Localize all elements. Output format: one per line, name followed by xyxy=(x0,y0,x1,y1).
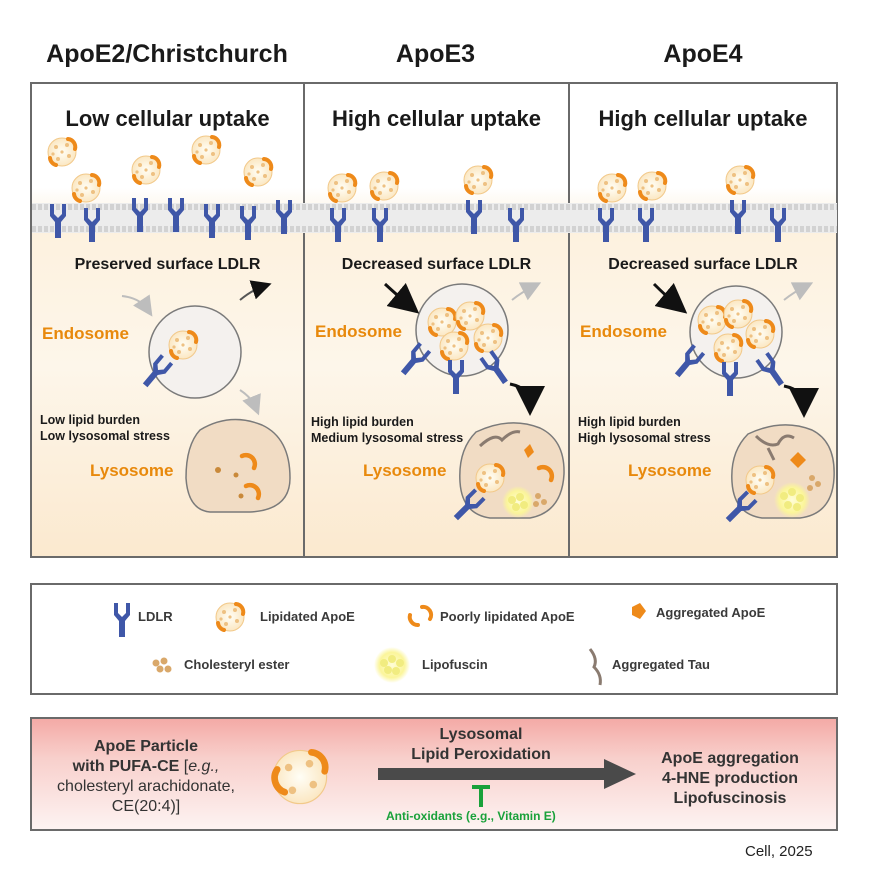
legend-lipidated-label: Lipidated ApoE xyxy=(260,609,355,624)
membrane xyxy=(32,203,837,233)
burden-lipid: Low lipid burden xyxy=(40,413,140,427)
peroxidation-arrow xyxy=(378,759,636,789)
panels-illustration xyxy=(32,134,837,526)
endosome-label: Endosome xyxy=(42,324,129,343)
burden-stress: Low lysosomal stress xyxy=(40,429,170,443)
panel2-particles xyxy=(326,164,494,204)
lysosome-label: Lysosome xyxy=(363,461,447,480)
panel1-particles xyxy=(46,134,274,204)
process-line2: Lipid Peroxidation xyxy=(411,746,551,763)
aggregated-apoe-icon xyxy=(632,603,646,619)
inhibitor-label: Anti-oxidants (e.g., Vitamin E) xyxy=(386,809,556,823)
outcome-2: 4-HNE production xyxy=(662,770,798,787)
burden-lipid: High lipid burden xyxy=(311,415,414,429)
uptake-label: Low cellular uptake xyxy=(65,106,270,131)
legend-aggregated-label: Aggregated ApoE xyxy=(656,605,766,620)
panel1-lysosome xyxy=(185,418,291,513)
particle-line2-bracket: [ xyxy=(179,758,189,775)
endosome-label: Endosome xyxy=(580,322,667,341)
outcome-3: Lipofuscinosis xyxy=(673,790,787,807)
column-title-apoe3: ApoE3 xyxy=(395,40,476,68)
lysosome-label: Lysosome xyxy=(90,461,174,480)
panel3-lysosome xyxy=(722,424,835,526)
poorly-lipidated-apoe-icon xyxy=(420,604,434,621)
legend-cholesteryl-label: Cholesteryl ester xyxy=(184,657,290,672)
panel3-particles xyxy=(596,164,756,204)
lysosome-label: Lysosome xyxy=(628,461,712,480)
column-title-apoe4: ApoE4 xyxy=(663,40,743,68)
pufa-ce-particle-icon xyxy=(271,748,329,805)
outcome-1: ApoE aggregation xyxy=(661,750,799,767)
surface-ldlr-label: Decreased surface LDLR xyxy=(608,256,798,273)
lipofuscin-icon xyxy=(374,647,410,683)
cholesteryl-ester-icon xyxy=(152,657,172,673)
aggregated-tau-icon xyxy=(588,648,602,686)
uptake-label: High cellular uptake xyxy=(598,106,808,131)
surface-ldlr-label: Preserved surface LDLR xyxy=(74,256,261,273)
particle-description: ApoE Particle with PUFA-CE [e.g., choles… xyxy=(46,737,246,817)
burden-lipid: High lipid burden xyxy=(578,415,681,429)
burden-stress: High lysosomal stress xyxy=(578,431,711,445)
particle-line4: CE(20:4)] xyxy=(111,798,181,815)
process-line1: Lysosomal xyxy=(439,726,523,743)
panel3-endosome xyxy=(652,282,819,418)
mechanism-box: ApoE Particle with PUFA-CE [e.g., choles… xyxy=(30,717,838,831)
burden-stress: Medium lysosomal stress xyxy=(311,431,464,445)
column-title-apoe2: ApoE2/Christchurch xyxy=(46,40,288,68)
particle-eg: e.g., xyxy=(188,758,220,775)
legend-tau-label: Aggregated Tau xyxy=(612,657,710,672)
mechanism-graphics xyxy=(271,748,636,807)
legend-poorly-label: Poorly lipidated ApoE xyxy=(440,609,575,624)
panel2-lysosome xyxy=(450,422,565,524)
endosome-label: Endosome xyxy=(315,322,402,341)
panel1-endosome xyxy=(121,280,272,416)
legend: LDLR Lipidated ApoE Poorly lipidated Apo… xyxy=(30,583,838,695)
surface-ldlr-label: Decreased surface LDLR xyxy=(341,256,532,273)
particle-line1: ApoE Particle xyxy=(93,738,199,755)
citation: Cell, 2025 xyxy=(745,843,813,860)
inhibitor-tbar xyxy=(472,785,490,807)
legend-icons xyxy=(114,601,646,686)
process-label: Lysosomal Lipid Peroxidation xyxy=(396,725,566,765)
lipidated-apoe-icon xyxy=(214,601,246,633)
panel2-endosome xyxy=(383,282,545,416)
legend-ldlr-label: LDLR xyxy=(138,609,173,624)
ldlr-icon xyxy=(114,603,130,637)
particle-line3: cholesteryl arachidonate, xyxy=(57,778,235,795)
legend-lipofuscin-label: Lipofuscin xyxy=(422,657,488,672)
uptake-label: High cellular uptake xyxy=(331,106,542,131)
outcomes: ApoE aggregation 4-HNE production Lipofu… xyxy=(632,749,828,809)
particle-line2-bold: with PUFA-CE xyxy=(72,758,180,775)
